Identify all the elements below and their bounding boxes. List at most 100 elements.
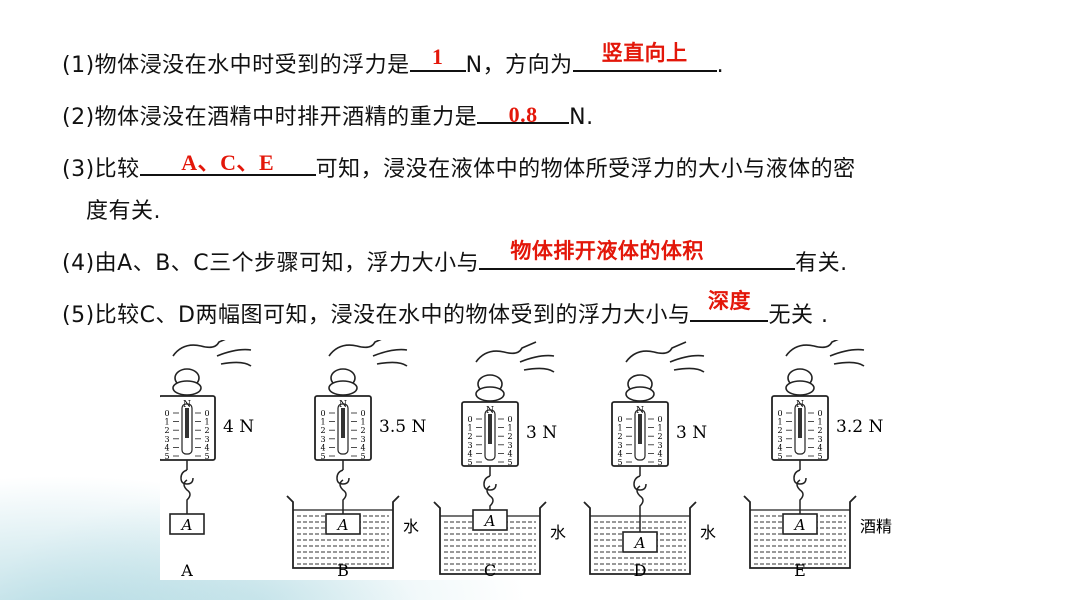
scale-number: 1 [617, 424, 622, 433]
question-3-line2: 度有关. [86, 199, 161, 224]
scale-number: 2 [777, 426, 782, 435]
scale-number: 3 [507, 441, 512, 450]
hand-icon [328, 335, 408, 367]
scale-number: 5 [164, 452, 169, 461]
scale-pointer [185, 408, 189, 438]
scale-number: 5 [467, 458, 472, 467]
q1-answer: 1 [431, 44, 444, 69]
scale-number: 2 [360, 426, 365, 435]
scale-string [339, 479, 347, 514]
scale-reading: 3 N [676, 423, 707, 443]
scale-ring-base [328, 380, 358, 396]
hand-icon [172, 335, 252, 367]
scale-reading: 3.5 N [379, 417, 426, 437]
scale-number: 4 [467, 449, 472, 458]
scale-number: 5 [507, 458, 512, 467]
scale-number: 0 [320, 409, 325, 418]
scale-ring-base [785, 380, 815, 396]
object-block [782, 513, 818, 535]
scale-slot [484, 409, 496, 461]
scale-number: 2 [657, 432, 662, 441]
q4-prefix: (4)由A、B、C三个步骤可知，浮力大小与 [62, 251, 480, 276]
object-block [622, 531, 658, 553]
scale-unit-label: N [183, 400, 191, 410]
panel-label: C [484, 561, 496, 580]
beaker [743, 495, 857, 569]
q1-blank: 1 [409, 44, 466, 72]
q3-prefix: (3)比较 [62, 157, 140, 182]
scale-number: 5 [777, 452, 782, 461]
liquid-label: 水 [403, 517, 419, 536]
scale-number: 1 [467, 424, 472, 433]
scale-slot [337, 403, 349, 455]
q3-blank: A、C、E [139, 150, 316, 176]
q4-blank: 物体排开液体的体积 [479, 240, 796, 270]
scale-string [796, 479, 804, 514]
scale-number: 3 [164, 435, 169, 444]
q1-blank-2: 竖直向上 [572, 42, 717, 72]
q2-blank: 0.8 [477, 98, 570, 127]
scale-number: 3 [204, 435, 209, 444]
scale-number: 0 [360, 409, 365, 418]
q4-answer: 物体排开液体的体积 [510, 239, 704, 263]
scale-number: 3 [617, 441, 622, 450]
scale-number: 1 [320, 418, 325, 427]
scale-number: 2 [204, 426, 209, 435]
object-block [169, 513, 205, 535]
scale-number: 4 [320, 443, 325, 452]
panel-label: D [634, 561, 647, 580]
scale-unit-label: N [339, 400, 347, 410]
scale-number: 0 [617, 415, 622, 424]
scale-number: 1 [777, 418, 782, 427]
scale-number: 4 [507, 449, 512, 458]
q2-answer: 0.8 [508, 102, 538, 127]
scale-ring-base [172, 380, 202, 396]
scale-number: 5 [360, 452, 365, 461]
scale-number: 2 [164, 426, 169, 435]
q5-answer: 深度 [707, 289, 751, 313]
question-5: (5)比较C、D两幅图可知，浸没在水中的物体受到的浮力大小与深度无关 . [62, 290, 828, 332]
scale-slot [794, 403, 806, 455]
scale-number: 1 [360, 418, 365, 427]
q1-suffix: . [716, 53, 725, 78]
q1-prefix: (1)物体浸没在水中时受到的浮力是 [62, 53, 410, 78]
liquid-label: 水 [700, 523, 716, 542]
q4-suffix: 有关. [795, 251, 848, 276]
scale-number: 4 [817, 443, 822, 452]
scale-number: 5 [817, 452, 822, 461]
scale-number: 3 [777, 435, 782, 444]
scale-string [183, 479, 191, 514]
scale-number: 4 [777, 443, 782, 452]
liquid-label: 酒精 [860, 517, 892, 536]
scale-number: 0 [164, 409, 169, 418]
scale-reading: 3.2 N [836, 417, 883, 437]
scale-number: 1 [507, 424, 512, 433]
scale-number: 2 [320, 426, 325, 435]
question-4: (4)由A、B、C三个步骤可知，浮力大小与 物体排开液体的体积有关. [62, 240, 848, 280]
scale-number: 4 [617, 449, 622, 458]
scale-hook [483, 466, 497, 491]
scale-number: 2 [467, 432, 472, 441]
scale-hook [180, 460, 194, 485]
scale-number: 1 [657, 424, 662, 433]
scale-string [636, 485, 644, 532]
scale-ring-base [625, 386, 655, 402]
beaker [583, 501, 697, 575]
q3-answer: A、C、E [181, 150, 275, 175]
hand-icon [625, 341, 705, 373]
scale-unit-label: N [796, 400, 804, 410]
scale-number: 5 [617, 458, 622, 467]
scale-number: 5 [657, 458, 662, 467]
scale-hook [336, 460, 350, 485]
scale-pointer [798, 408, 802, 438]
scale-reading: 3 N [526, 423, 557, 443]
